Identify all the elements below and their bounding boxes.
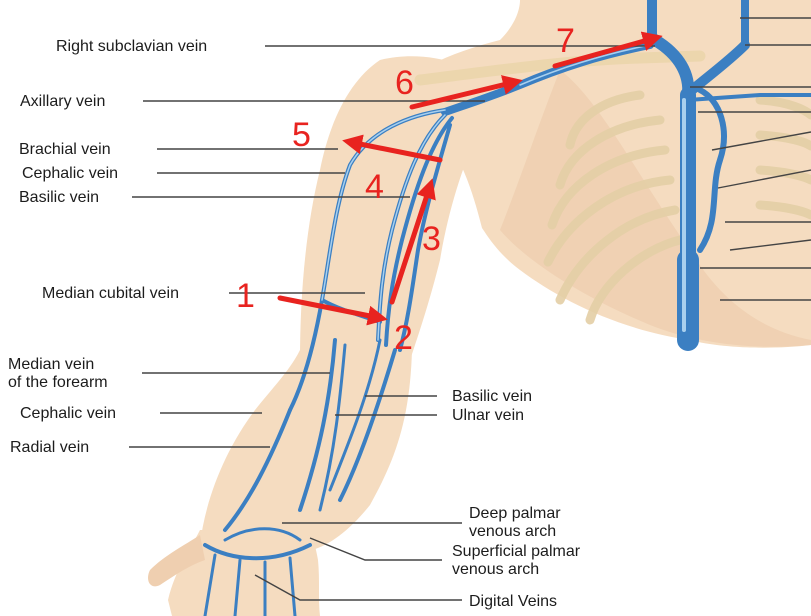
step-number-3: 3 xyxy=(422,222,441,256)
label-cephalic-vein-upper: Cephalic vein xyxy=(22,165,118,182)
label-digital-veins: Digital Veins xyxy=(469,593,557,610)
label-brachial-vein: Brachial vein xyxy=(19,141,111,158)
label-deep-palmar-line2: venous arch xyxy=(469,523,556,540)
label-superficial-palmar-line2: venous arch xyxy=(452,561,539,578)
step-number-6: 6 xyxy=(395,66,414,100)
label-basilic-vein-upper: Basilic vein xyxy=(19,189,99,206)
step-number-4: 4 xyxy=(365,170,384,204)
label-right-subclavian-vein: Right subclavian vein xyxy=(56,38,207,55)
label-deep-palmar-line1: Deep palmar xyxy=(469,505,561,522)
label-radial-vein: Radial vein xyxy=(10,439,89,456)
step-number-1: 1 xyxy=(236,279,255,313)
step-number-7: 7 xyxy=(556,24,575,58)
label-cephalic-vein-lower: Cephalic vein xyxy=(20,405,116,422)
label-median-vein-forearm-line1: Median vein xyxy=(8,356,94,373)
label-ulnar-vein: Ulnar vein xyxy=(452,407,524,424)
step-number-2: 2 xyxy=(394,321,413,355)
label-median-vein-forearm-line2: of the forearm xyxy=(8,374,108,391)
label-superficial-palmar-line1: Superficial palmar xyxy=(452,543,580,560)
label-median-cubital-vein: Median cubital vein xyxy=(42,285,179,302)
label-axillary-vein: Axillary vein xyxy=(20,93,105,110)
step-number-5: 5 xyxy=(292,118,311,152)
label-basilic-vein-lower: Basilic vein xyxy=(452,388,532,405)
